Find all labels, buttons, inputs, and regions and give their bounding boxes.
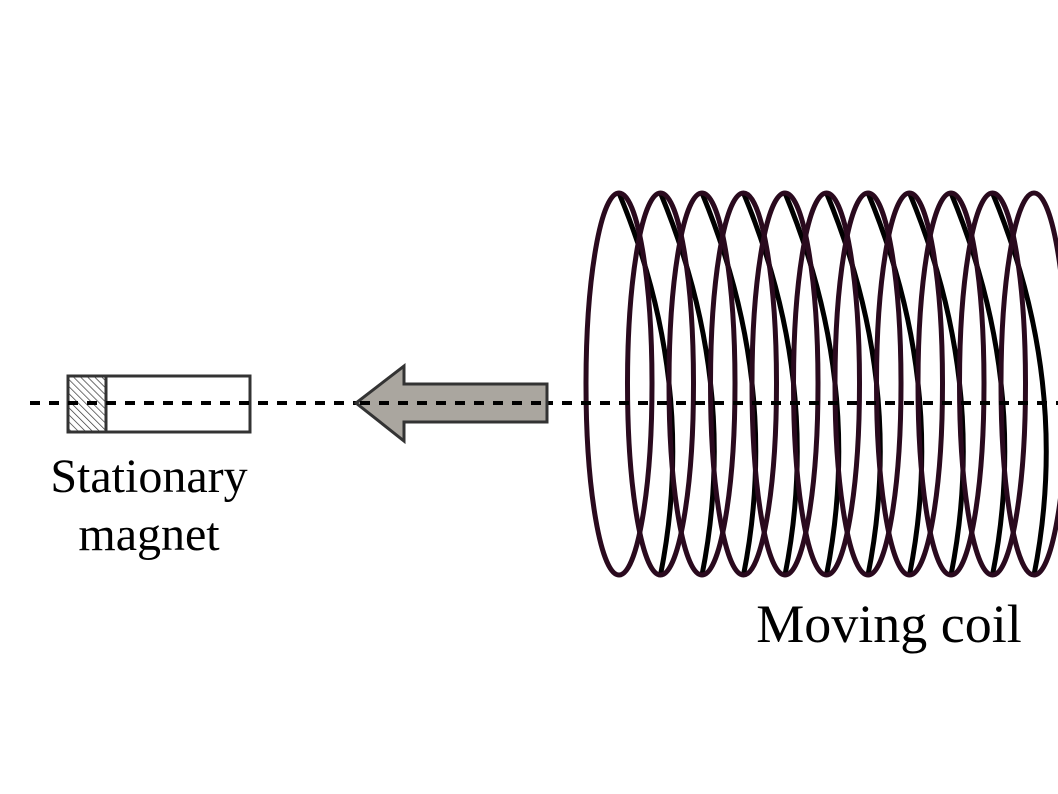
coil-turn xyxy=(915,190,987,578)
coil-turn xyxy=(874,190,945,578)
coil-turn xyxy=(832,190,904,578)
magnet-label-line1: Stationary xyxy=(50,450,247,503)
coil-turn xyxy=(625,190,696,578)
coil-label: Moving coil xyxy=(756,594,1022,654)
moving-coil xyxy=(583,190,1058,578)
coil-turn xyxy=(791,190,862,578)
magnet-label-line2: magnet xyxy=(78,508,220,561)
coil-turn xyxy=(666,190,738,578)
bar-magnet-icon xyxy=(30,374,252,434)
motion-arrow-left-icon xyxy=(353,362,549,445)
coil-turn xyxy=(957,190,1028,578)
coil-turn xyxy=(708,190,779,578)
coil-turn xyxy=(749,190,821,578)
coil-turn xyxy=(998,190,1058,578)
coil-turn xyxy=(583,190,655,578)
